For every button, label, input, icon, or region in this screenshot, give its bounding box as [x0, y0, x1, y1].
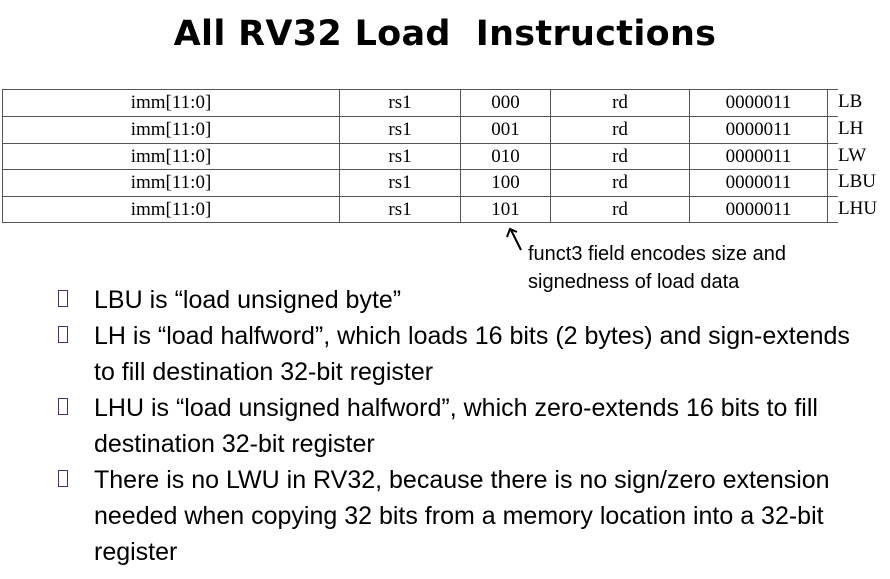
rs1-cell: rs1	[340, 197, 461, 223]
list-item: LHU is “load unsigned halfword”, which z…	[58, 390, 858, 462]
imm-cell: imm[11:0]	[2, 144, 340, 170]
arrow-up-icon	[506, 227, 522, 251]
imm-cell: imm[11:0]	[2, 90, 340, 116]
list-item: LH is “load halfword”, which loads 16 bi…	[58, 318, 858, 390]
funct3-cell: 101	[461, 197, 551, 223]
table-row: imm[11:0] rs1 101 rd 0000011	[2, 196, 838, 223]
rd-cell: rd	[551, 170, 690, 196]
funct3-cell: 010	[461, 144, 551, 170]
hollow-square-bullet-icon	[58, 398, 68, 415]
opcode-cell: 0000011	[690, 90, 828, 116]
funct3-cell: 001	[461, 117, 551, 143]
imm-cell: imm[11:0]	[2, 170, 340, 196]
funct3-cell: 100	[461, 170, 551, 196]
funct3-annotation: funct3 field encodes size and signedness…	[528, 240, 828, 296]
rd-cell: rd	[551, 90, 690, 116]
imm-cell: imm[11:0]	[2, 117, 340, 143]
opcode-cell: 0000011	[690, 144, 828, 170]
hollow-square-bullet-icon	[58, 290, 68, 307]
list-item: There is no LWU in RV32, because there i…	[58, 462, 858, 570]
rs1-cell: rs1	[340, 117, 461, 143]
table-row: imm[11:0] rs1 100 rd 0000011	[2, 169, 838, 196]
slide-title: All RV32 Load Instructions	[173, 14, 717, 54]
rd-cell: rd	[551, 197, 690, 223]
bullet-text: LHU is “load unsigned halfword”, which z…	[94, 394, 818, 458]
table-row: imm[11:0] rs1 010 rd 0000011	[2, 143, 838, 170]
rd-cell: rd	[551, 117, 690, 143]
mnemonic-label: LB	[838, 91, 863, 112]
table-row: imm[11:0] rs1 000 rd 0000011	[2, 89, 838, 116]
annotation-line: funct3 field encodes size and	[528, 243, 786, 265]
funct3-cell: 000	[461, 90, 551, 116]
mnemonic-label: LHU	[838, 198, 878, 219]
bullet-text: There is no LWU in RV32, because there i…	[94, 466, 830, 566]
imm-cell: imm[11:0]	[2, 197, 340, 223]
opcode-cell: 0000011	[690, 197, 828, 223]
hollow-square-bullet-icon	[58, 326, 68, 343]
mnemonic-label: LW	[838, 145, 867, 166]
list-item: LBU is “load unsigned byte”	[58, 282, 858, 318]
rd-cell: rd	[551, 144, 690, 170]
bullet-list: LBU is “load unsigned byte” LH is “load …	[58, 282, 858, 570]
rs1-cell: rs1	[340, 170, 461, 196]
clipped-table-row	[2, 222, 838, 229]
load-encoding-table: imm[11:0] rs1 000 rd 0000011 imm[11:0] r…	[2, 89, 838, 229]
bullet-text: LH is “load halfword”, which loads 16 bi…	[94, 322, 850, 386]
mnemonic-label: LH	[838, 118, 864, 139]
rs1-cell: rs1	[340, 144, 461, 170]
rs1-cell: rs1	[340, 90, 461, 116]
mnemonic-label: LBU	[838, 171, 876, 192]
annotation-line: signedness of load data	[528, 271, 740, 293]
opcode-cell: 0000011	[690, 117, 828, 143]
bullet-text: LBU is “load unsigned byte”	[94, 286, 402, 314]
table-row: imm[11:0] rs1 001 rd 0000011	[2, 116, 838, 143]
opcode-cell: 0000011	[690, 170, 828, 196]
hollow-square-bullet-icon	[58, 470, 68, 487]
